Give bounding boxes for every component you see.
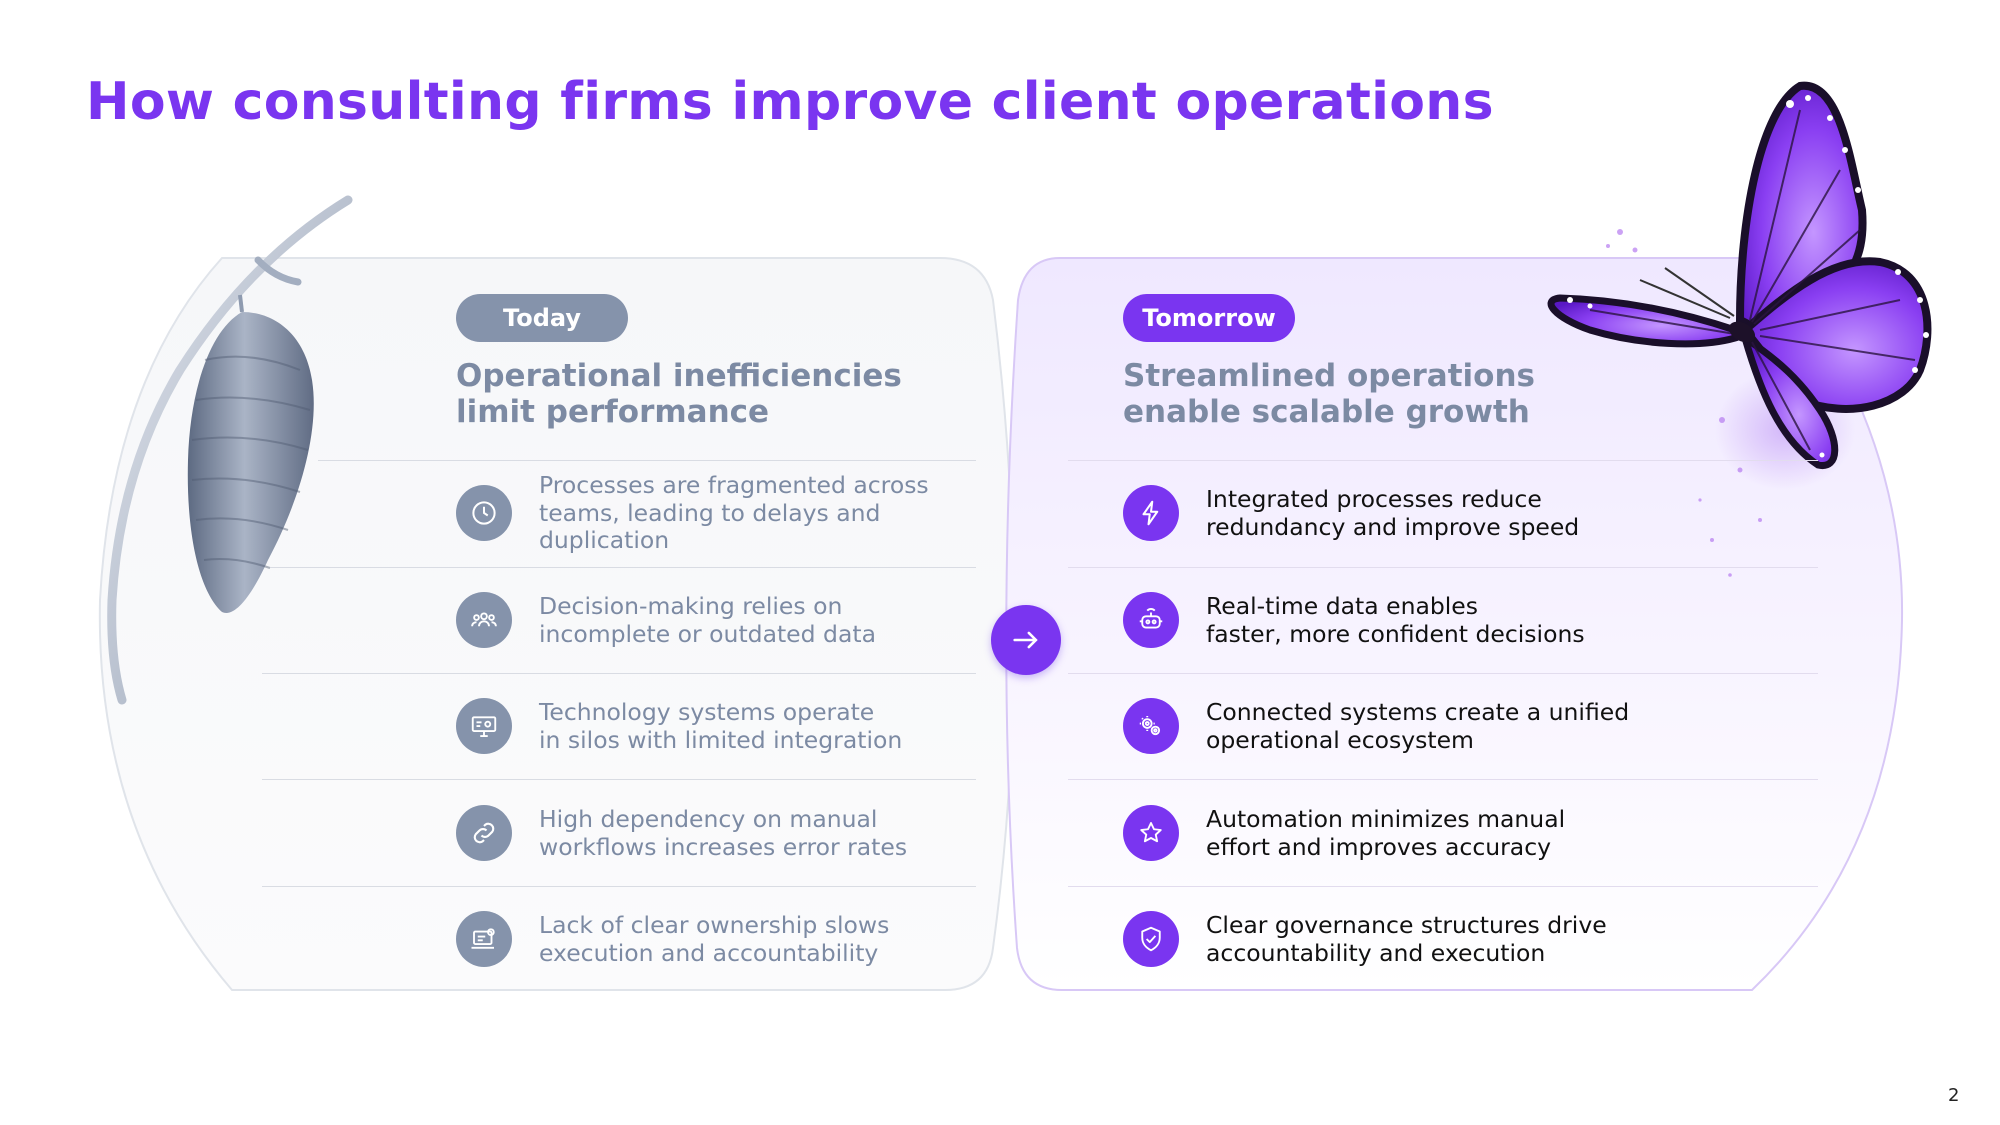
- tomorrow-divider-1: [1068, 460, 1818, 461]
- today-divider-1: [318, 460, 976, 461]
- tomorrow-divider-2: [1068, 567, 1818, 568]
- robot-icon: [1123, 592, 1179, 648]
- tomorrow-heading-line-2: enable scalable growth: [1123, 394, 1530, 430]
- today-item-5-text: Lack of clear ownership slows execution …: [539, 911, 890, 967]
- arrow-right-icon: [991, 605, 1061, 675]
- tomorrow-divider-3: [1068, 673, 1818, 674]
- tomorrow-heading-line-1: Streamlined operations: [1123, 358, 1535, 394]
- today-heading-line-2: limit performance: [456, 394, 770, 430]
- today-divider-4: [262, 779, 976, 780]
- today-item-2-text: Decision-making relies on incomplete or …: [539, 592, 876, 648]
- laptop-gear-icon: [456, 911, 512, 967]
- page-number: 2: [1948, 1085, 1960, 1106]
- gears-icon: [1123, 698, 1179, 754]
- tomorrow-item-2-text: Real-time data enables faster, more conf…: [1206, 592, 1585, 648]
- tomorrow-heading: Streamlined operations enable scalable g…: [1123, 358, 1535, 430]
- tomorrow-item-4-text: Automation minimizes manual effort and i…: [1206, 805, 1566, 861]
- today-heading: Operational inefficiencies limit perform…: [456, 358, 902, 430]
- tomorrow-pill: Tomorrow: [1123, 294, 1295, 342]
- today-divider-3: [262, 673, 976, 674]
- shield-check-icon: [1123, 911, 1179, 967]
- people-group-icon: [456, 592, 512, 648]
- clock-icon: [456, 485, 512, 541]
- tomorrow-item-5-text: Clear governance structures drive accoun…: [1206, 911, 1607, 967]
- tomorrow-divider-5: [1068, 886, 1818, 887]
- slide-title: How consulting firms improve client oper…: [86, 72, 1494, 132]
- computer-settings-icon: [456, 698, 512, 754]
- tomorrow-item-3-text: Connected systems create a unified opera…: [1206, 698, 1630, 754]
- today-heading-line-1: Operational inefficiencies: [456, 358, 902, 394]
- today-item-3-text: Technology systems operate in silos with…: [539, 698, 903, 754]
- lightning-bolt-icon: [1123, 485, 1179, 541]
- today-divider-2: [270, 567, 976, 568]
- tomorrow-item-1-text: Integrated processes reduce redundancy a…: [1206, 485, 1580, 541]
- today-pill: Today: [456, 294, 628, 342]
- star-icon: [1123, 805, 1179, 861]
- link-icon: [456, 805, 512, 861]
- today-item-1-text: Processes are fragmented across teams, l…: [539, 471, 929, 554]
- tomorrow-divider-4: [1068, 779, 1818, 780]
- today-item-4-text: High dependency on manual workflows incr…: [539, 805, 908, 861]
- today-divider-5: [262, 886, 976, 887]
